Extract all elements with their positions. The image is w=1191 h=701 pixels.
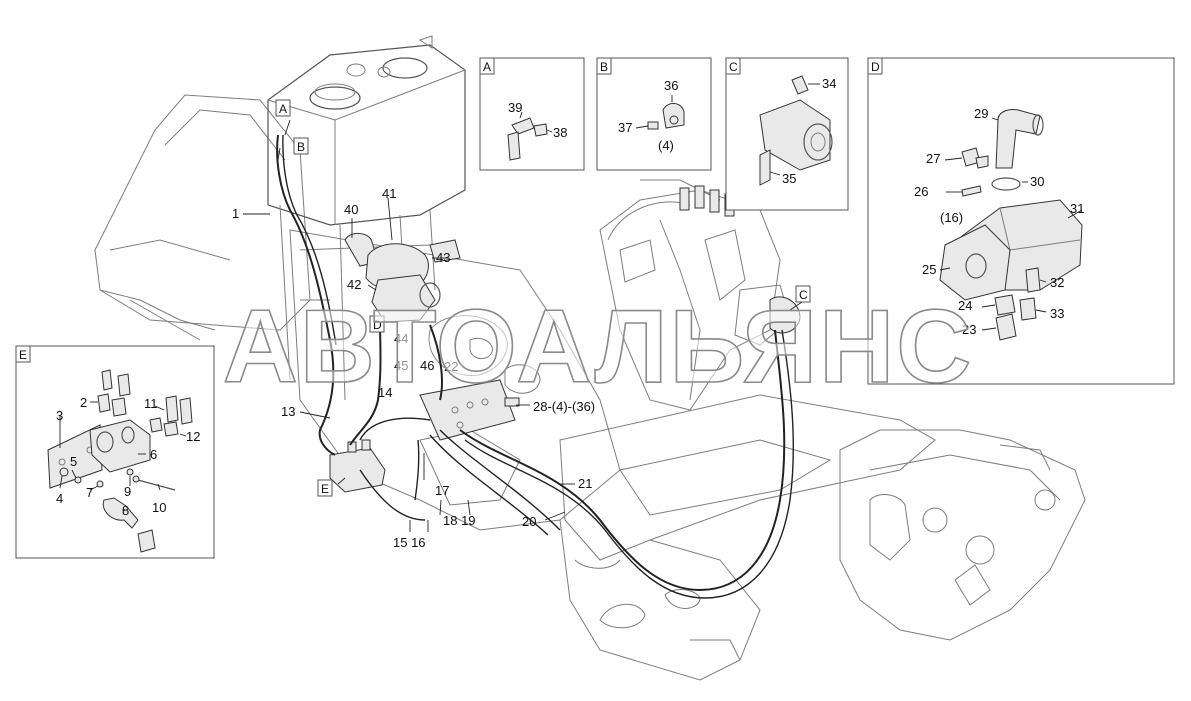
- view-e-callout-8: 8: [122, 503, 129, 518]
- flag-c: C: [799, 288, 808, 302]
- detail-view-d: D 29 27 30 26 (16) 31: [867, 57, 1175, 385]
- view-d-callout-26: 26: [914, 184, 928, 199]
- callout-45: 45: [394, 358, 408, 373]
- view-c-callout-35: 35: [782, 171, 796, 186]
- detail-view-b: B 36 37 (4): [596, 57, 712, 171]
- flag-d: D: [373, 318, 382, 332]
- view-a-callout-39: 39: [508, 100, 522, 115]
- flag-e: E: [321, 482, 329, 496]
- view-e-callout-9: 9: [124, 484, 131, 499]
- detail-view-c: C 34 35: [725, 57, 849, 211]
- view-b-callout-4: (4): [658, 138, 674, 153]
- callout-40: 40: [344, 202, 358, 217]
- view-d-callout-16: (16): [940, 210, 963, 225]
- callout-15-16: 15 16: [393, 535, 426, 550]
- view-e-tag: E: [19, 348, 27, 362]
- callout-14: 14: [378, 385, 392, 400]
- view-d-callout-33: 33: [1050, 306, 1064, 321]
- pump-assembly: [344, 233, 461, 323]
- view-e-callout-10: 10: [152, 500, 166, 515]
- callout-17: 17: [435, 483, 449, 498]
- callout-44: 44: [394, 331, 408, 346]
- view-e-callout-6: 6: [150, 447, 157, 462]
- view-a-tag: A: [483, 60, 491, 74]
- callout-18-19: 18 19: [443, 513, 476, 528]
- callout-13: 13: [281, 404, 295, 419]
- callout-21: 21: [578, 476, 592, 491]
- watermark-text: АВТОАЛЬЯНС: [223, 289, 974, 405]
- callout-22: 22: [444, 359, 458, 374]
- view-d-callout-25: 25: [922, 262, 936, 277]
- main-flags: A B C D E: [275, 99, 811, 497]
- view-d-callout-27: 27: [926, 151, 940, 166]
- view-e-callout-7: 7: [86, 485, 93, 500]
- detail-view-e: E: [15, 345, 215, 559]
- callout-1: 1: [232, 206, 239, 221]
- callout-20: 20: [522, 514, 536, 529]
- view-d-callout-31: 31: [1070, 201, 1084, 216]
- callout-46: 46: [420, 358, 434, 373]
- view-e-callout-2: 2: [80, 395, 87, 410]
- view-e-callout-3: 3: [56, 408, 63, 423]
- view-e-callout-11: 11: [144, 396, 158, 411]
- callout-28: 28-(4)-(36): [533, 399, 595, 414]
- view-b-callout-36: 36: [664, 78, 678, 93]
- view-d-callout-23: 23: [962, 322, 976, 337]
- view-a-callout-38: 38: [553, 125, 567, 140]
- view-d-tag: D: [871, 60, 880, 74]
- view-d-callout-29: 29: [974, 106, 988, 121]
- flag-b: B: [297, 140, 305, 154]
- view-c-tag: C: [729, 60, 738, 74]
- view-e-callout-12: 12: [186, 429, 200, 444]
- callout-41: 41: [382, 186, 396, 201]
- main-callouts: 1 13 14 15 16 17 18 19 20 21 22 28-(4)-(…: [232, 186, 595, 550]
- callout-43: 43: [436, 250, 450, 265]
- view-e-callout-5: 5: [70, 454, 77, 469]
- main-valve-e: [329, 439, 386, 493]
- view-d-callout-30: 30: [1030, 174, 1044, 189]
- view-e-callout-4: 4: [56, 491, 63, 506]
- flag-a: A: [279, 102, 287, 116]
- view-d-callout-32: 32: [1050, 275, 1064, 290]
- view-d-callout-24: 24: [958, 298, 972, 313]
- view-c-callout-34: 34: [822, 76, 836, 91]
- view-b-callout-37: 37: [618, 120, 632, 135]
- hydraulic-tank: [267, 35, 466, 226]
- view-b-tag: B: [600, 60, 608, 74]
- detail-view-a: A 39 38: [479, 57, 585, 171]
- callout-42: 42: [347, 277, 361, 292]
